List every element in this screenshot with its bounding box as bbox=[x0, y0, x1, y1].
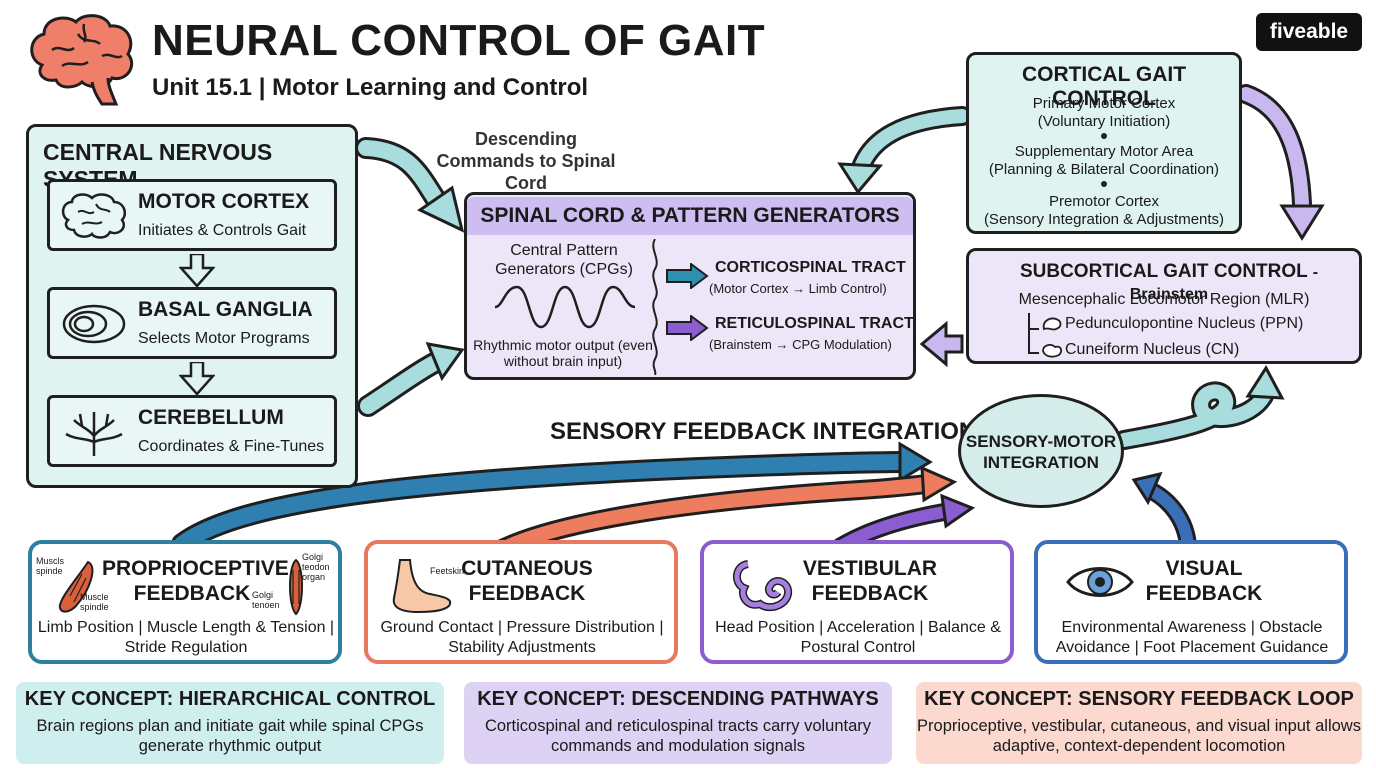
key-concept-title: KEY CONCEPT: DESCENDING PATHWAYS bbox=[477, 688, 879, 710]
key-concept-sensory-loop: KEY CONCEPT: SENSORY FEEDBACK LOOP Propr… bbox=[916, 682, 1362, 764]
cns-item-motor-cortex: MOTOR CORTEX Initiates & Controls Gait bbox=[47, 179, 337, 251]
key-concept-desc: Brain regions plan and initiate gait whi… bbox=[36, 717, 424, 755]
ppn-icon bbox=[1042, 317, 1062, 331]
sensory-motor-integration-node: SENSORY-MOTOR INTEGRATION bbox=[958, 394, 1124, 508]
visual-feedback-box: VISUAL FEEDBACK Environmental Awareness … bbox=[1034, 540, 1348, 664]
subcortical-title: SUBCORTICAL GAIT CONTROL - Brainstem bbox=[979, 261, 1359, 305]
mlr-label: Mesencephalic Locomotor Region (MLR) bbox=[1018, 291, 1310, 308]
muscle-spindle-label-2: Muscle spindle bbox=[80, 592, 109, 612]
cerebellum-tree-icon bbox=[65, 412, 123, 456]
page-subtitle: Unit 15.1 | Motor Learning and Control bbox=[152, 74, 589, 101]
eye-icon bbox=[1066, 567, 1134, 597]
bullet-dot bbox=[1101, 133, 1107, 139]
fiveable-logo: fiveable bbox=[1256, 13, 1362, 51]
subcortical-title-suffix: - Brainstem bbox=[1129, 264, 1319, 303]
cns-panel: CENTRAL NERVOUS SYSTEM MOTOR CORTEX Init… bbox=[26, 124, 358, 488]
arrow-down-icon bbox=[179, 362, 215, 396]
cutaneous-desc: Ground Contact | Pressure Distribution |… bbox=[380, 619, 664, 656]
wavy-divider bbox=[652, 239, 658, 375]
cutaneous-feedback-box: Feetskin CUTANEOUS FEEDBACK Ground Conta… bbox=[364, 540, 678, 664]
arrow-subcortical-to-spinal bbox=[919, 320, 964, 368]
motor-cortex-desc: Initiates & Controls Gait bbox=[138, 222, 307, 239]
inner-ear-icon bbox=[733, 560, 793, 612]
corticospinal-tract-desc: (Motor Cortex → Limb Control) bbox=[709, 281, 887, 296]
spinal-cord-panel: SPINAL CORD & PATTERN GENERATORS Central… bbox=[464, 192, 916, 380]
vestibular-title: VESTIBULAR FEEDBACK bbox=[802, 557, 938, 605]
key-concept-descending: KEY CONCEPT: DESCENDING PATHWAYS Cortico… bbox=[464, 682, 892, 764]
proprioceptive-title: PROPRIOCEPTIVE FEEDBACK bbox=[102, 557, 289, 605]
subcortical-gait-control-panel: SUBCORTICAL GAIT CONTROL - Brainstem Mes… bbox=[966, 248, 1362, 364]
corticospinal-tract-title: CORTICOSPINAL TRACT bbox=[715, 259, 906, 276]
golgi-tendon-icon bbox=[289, 558, 303, 616]
vestibular-feedback-box: VESTIBULAR FEEDBACK Head Position | Acce… bbox=[700, 540, 1014, 664]
supplementary-motor-area: Supplementary Motor Area bbox=[1014, 143, 1194, 160]
subcortical-title-main: SUBCORTICAL GAIT CONTROL bbox=[1019, 261, 1308, 282]
reticulospinal-tract-desc: (Brainstem → CPG Modulation) bbox=[709, 337, 892, 352]
proprioceptive-feedback-box: Muscls spinde Muscle spindle Golgi teodo… bbox=[28, 540, 342, 664]
key-concept-desc: Proprioceptive, vestibular, cutaneous, a… bbox=[917, 717, 1361, 755]
sensory-feedback-heading: SENSORY FEEDBACK INTEGRATION bbox=[550, 418, 977, 445]
cerebellum-desc: Coordinates & Fine-Tunes bbox=[138, 438, 325, 455]
key-concept-hierarchical: KEY CONCEPT: HIERARCHICAL CONTROL Brain … bbox=[16, 682, 444, 764]
visual-desc: Environmental Awareness | Obstacle Avoid… bbox=[1055, 619, 1329, 656]
cortical-gait-control-panel: CORTICAL GAIT CONTROL Primary Motor Cort… bbox=[966, 52, 1242, 234]
primary-motor-cortex: Primary Motor Cortex bbox=[1032, 95, 1176, 112]
muscle-spindle-label: Muscls spinde bbox=[36, 556, 65, 576]
key-concept-title: KEY CONCEPT: SENSORY FEEDBACK LOOP bbox=[924, 688, 1354, 710]
premotor-cortex-note: (Sensory Integration & Adjustments) bbox=[983, 211, 1225, 228]
cns-item-basal-ganglia: BASAL GANGLIA Selects Motor Programs bbox=[47, 287, 337, 359]
cutaneous-title: CUTANEOUS FEEDBACK bbox=[461, 557, 593, 605]
reticulospinal-arrow-icon bbox=[666, 315, 709, 341]
brain-logo-icon bbox=[30, 14, 134, 106]
cn-label: Cuneiform Nucleus (CN) bbox=[1065, 341, 1240, 358]
golgi-tendon-label: Golgi tenoen bbox=[252, 590, 280, 610]
motor-cortex-title: MOTOR CORTEX bbox=[138, 190, 310, 213]
arrow-down-icon bbox=[179, 254, 215, 288]
cn-icon bbox=[1042, 344, 1062, 358]
basal-ganglia-icon bbox=[62, 304, 126, 344]
rhythm-wave-icon bbox=[495, 285, 635, 329]
tree-bracket bbox=[1028, 313, 1039, 354]
corticospinal-arrow-icon bbox=[666, 263, 709, 289]
muscle-icon bbox=[58, 560, 94, 613]
basal-ganglia-title: BASAL GANGLIA bbox=[138, 298, 313, 321]
visual-title: VISUAL FEEDBACK bbox=[1145, 557, 1263, 605]
cpg-title: Central Pattern Generators (CPGs) bbox=[495, 242, 633, 278]
integration-label: SENSORY-MOTOR INTEGRATION bbox=[965, 432, 1117, 472]
cerebellum-title: CEREBELLUM bbox=[138, 406, 284, 429]
feetskin-label: Feetskin bbox=[430, 566, 465, 576]
foot-icon bbox=[392, 559, 452, 614]
basal-ganglia-desc: Selects Motor Programs bbox=[138, 330, 310, 347]
page-title: NEURAL CONTROL OF GAIT bbox=[152, 16, 766, 65]
key-concept-title: KEY CONCEPT: HIERARCHICAL CONTROL bbox=[24, 688, 436, 710]
primary-motor-cortex-note: (Voluntary Initiation) bbox=[1037, 113, 1171, 130]
spinal-cord-title: SPINAL CORD & PATTERN GENERATORS bbox=[467, 197, 913, 235]
cpg-description: Rhythmic motor output (even without brai… bbox=[473, 337, 653, 369]
bullet-dot bbox=[1101, 181, 1107, 187]
cns-item-cerebellum: CEREBELLUM Coordinates & Fine-Tunes bbox=[47, 395, 337, 467]
key-concept-desc: Corticospinal and reticulospinal tracts … bbox=[484, 717, 872, 755]
premotor-cortex: Premotor Cortex bbox=[1048, 193, 1160, 210]
vestibular-desc: Head Position | Acceleration | Balance &… bbox=[715, 619, 1001, 656]
brain-icon bbox=[61, 193, 126, 239]
cortical-title: CORTICAL GAIT CONTROL bbox=[1021, 63, 1187, 110]
ppn-label: Pedunculopontine Nucleus (PPN) bbox=[1065, 315, 1304, 332]
reticulospinal-tract-title: RETICULOSPINAL TRACT bbox=[715, 315, 914, 332]
descending-commands-label: Descending Commands to Spinal Cord bbox=[436, 129, 616, 193]
proprioceptive-desc: Limb Position | Muscle Length & Tension … bbox=[37, 619, 335, 656]
golgi-tendon-organ-label: Golgi teodon organ bbox=[302, 552, 330, 582]
supplementary-motor-area-note: (Planning & Bilateral Coordination) bbox=[988, 161, 1220, 178]
